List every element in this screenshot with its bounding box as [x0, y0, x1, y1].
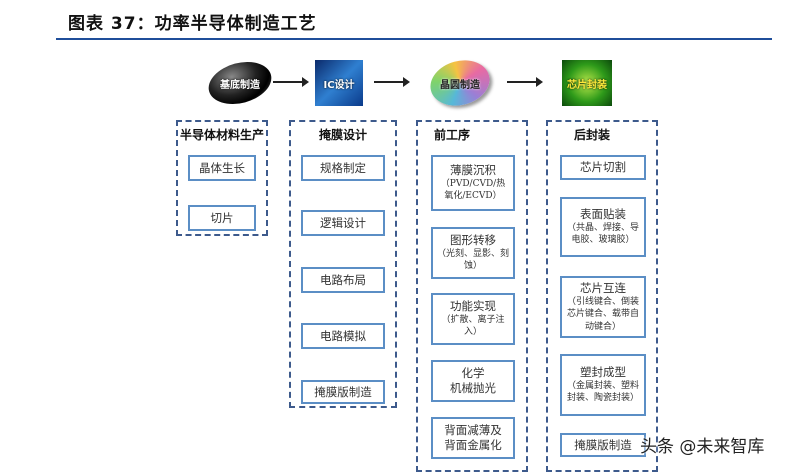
process-label: 电路模拟	[320, 328, 366, 343]
group-back-end: 后封装 芯片切割 表面贴装 （共晶、焊接、导电胶、玻璃胶） 芯片互连 （引线键合…	[546, 120, 658, 472]
group-material-production: 半导体材料生产 晶体生长 切片	[176, 120, 268, 236]
process-label: 薄膜沉积	[450, 163, 496, 178]
flow-step-wafer-fab: 晶圆制造	[425, 53, 495, 113]
process-label: 图形转移	[450, 233, 496, 248]
process-label-line2: 机械抛光	[450, 381, 496, 395]
group-title: 半导体材料生产	[179, 128, 264, 142]
process-box: 掩膜版制造	[560, 433, 646, 457]
process-detail: （PVD/CVD/热氧化/ECVD）	[440, 179, 506, 202]
process-detail: （扩散、离子注入）	[441, 315, 505, 338]
flow-step-label: 晶圆制造	[440, 79, 480, 91]
process-label: 背面减薄及	[444, 423, 502, 438]
flow-step-packaging: 芯片封装	[562, 58, 612, 108]
flow-step-label: 基底制造	[220, 79, 260, 91]
watermark: 头条 @未来智库	[640, 437, 765, 457]
group-title: 掩膜设计	[318, 128, 367, 142]
process-box: 芯片切割	[560, 155, 646, 180]
process-label: 切片	[210, 210, 234, 225]
process-box: 功能实现 （扩散、离子注入）	[431, 293, 515, 345]
process-label: 功能实现	[450, 299, 496, 314]
process-label: 晶体生长	[199, 160, 245, 175]
process-label: 化学	[461, 366, 485, 381]
process-label: 电路布局	[320, 272, 366, 287]
group-front-end: 前工序 薄膜沉积 （PVD/CVD/热氧化/ECVD） 图形转移 （光刻、显影、…	[416, 120, 528, 472]
arrow-right-icon	[507, 77, 543, 87]
title-divider	[56, 38, 772, 40]
process-detail: （金属封装、塑料封装、陶瓷封装）	[566, 381, 639, 404]
flow-step-label: IC设计	[323, 79, 355, 91]
flow-step-ic-design: IC设计	[315, 58, 363, 108]
process-label: 规格制定	[320, 160, 366, 175]
process-box: 规格制定	[301, 155, 385, 181]
circuit-board-icon	[315, 60, 363, 106]
process-detail: （引线键合、倒装芯片键合、载带自动键合）	[566, 297, 639, 332]
arrow-right-icon	[273, 77, 309, 87]
chip-icon	[562, 60, 612, 106]
process-label: 芯片互连	[580, 281, 626, 296]
process-label: 掩膜版制造	[314, 384, 372, 399]
process-label: 塑封成型	[580, 365, 626, 380]
process-box: 切片	[188, 205, 256, 231]
process-box: 图形转移 （光刻、显影、刻蚀）	[431, 227, 515, 279]
arrow-right-icon	[374, 77, 410, 87]
process-box: 塑封成型 （金属封装、塑料封装、陶瓷封装）	[560, 354, 646, 416]
group-title: 前工序	[434, 128, 471, 142]
group-mask-design: 掩膜设计 规格制定 逻辑设计 电路布局 电路模拟 掩膜版制造	[289, 120, 397, 408]
figure-title: 图表 37：功率半导体制造工艺	[68, 14, 317, 34]
process-box: 背面减薄及 背面金属化	[431, 417, 515, 459]
process-box: 化学 机械抛光	[431, 360, 515, 402]
flow-step-substrate: 基底制造	[203, 55, 277, 111]
process-box: 表面贴装 （共晶、焊接、导电胶、玻璃胶）	[560, 197, 646, 257]
process-label: 表面贴装	[580, 207, 626, 222]
process-box: 掩膜版制造	[301, 380, 385, 404]
process-box: 逻辑设计	[301, 210, 385, 236]
process-box: 电路模拟	[301, 323, 385, 349]
process-box: 电路布局	[301, 267, 385, 293]
group-title: 后封装	[574, 128, 611, 142]
process-box: 薄膜沉积 （PVD/CVD/热氧化/ECVD）	[431, 155, 515, 211]
process-detail: （共晶、焊接、导电胶、玻璃胶）	[566, 223, 639, 246]
process-label-line2: 背面金属化	[444, 438, 502, 452]
flow-step-label: 芯片封装	[567, 79, 607, 91]
process-box: 晶体生长	[188, 155, 256, 181]
process-label: 逻辑设计	[320, 215, 366, 230]
process-box: 芯片互连 （引线键合、倒装芯片键合、载带自动键合）	[560, 276, 646, 338]
process-label: 芯片切割	[580, 160, 626, 175]
process-detail: （光刻、显影、刻蚀）	[437, 249, 510, 272]
process-label: 掩膜版制造	[574, 437, 632, 452]
